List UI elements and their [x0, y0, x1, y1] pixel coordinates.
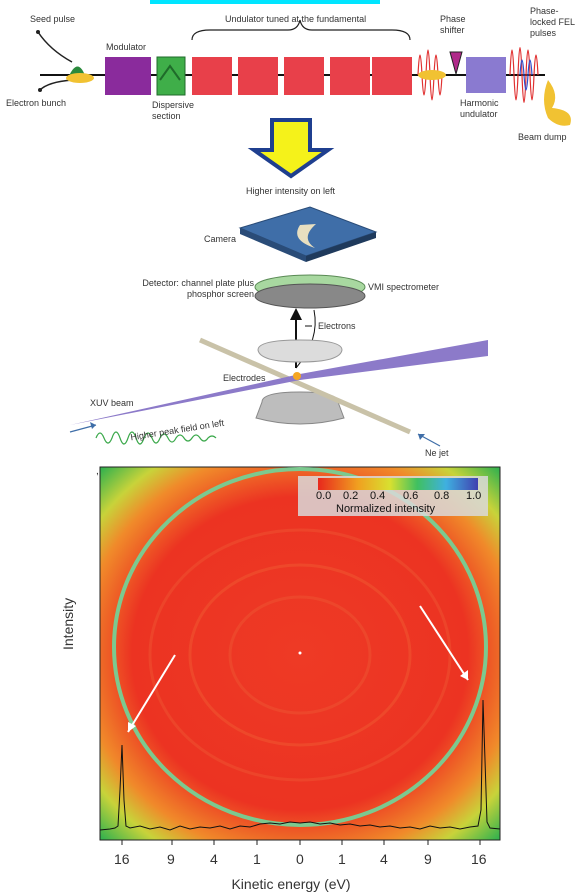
x-tick-7: 9	[424, 851, 432, 867]
electron-bunch-shape	[66, 73, 94, 83]
electrodes-label: Electrodes	[223, 373, 266, 383]
modulator-box	[105, 57, 151, 95]
vmi-label: VMI spectrometer	[368, 282, 440, 292]
x-tick-0: 16	[114, 851, 130, 867]
photoelectron-ring	[112, 467, 488, 827]
flow-arrow-down	[247, 118, 335, 179]
ne-jet-rod	[198, 337, 412, 435]
cb-tick-3: 0.6	[403, 490, 419, 502]
x-tick-6: 4	[380, 851, 388, 867]
fel-output-red	[509, 47, 539, 103]
undulator-4	[330, 57, 370, 95]
seed-arrow	[37, 31, 73, 63]
right-arrow	[419, 605, 469, 681]
detector-label: Detector: channel plate plus phosphor sc…	[142, 278, 254, 299]
cb-tick-0: 0.0	[316, 490, 332, 502]
left-arrow	[127, 654, 176, 733]
vmi-schematic-graphic	[69, 118, 488, 447]
beam-dump-shape	[544, 80, 571, 126]
x-tick-4: 0	[296, 851, 304, 867]
svg-text:,: ,	[96, 466, 99, 477]
cb-tick-5: 1.0	[466, 490, 482, 502]
harmonic-undulator-box	[466, 57, 506, 93]
camera-crescent	[297, 224, 316, 248]
detector-screen	[254, 283, 366, 309]
x-tick-2: 4	[210, 851, 218, 867]
colorbar-gradient	[318, 478, 478, 490]
xuv-beam-left	[70, 374, 300, 425]
undulator-2	[238, 57, 278, 95]
undulator-5	[372, 57, 412, 95]
interaction-point	[293, 372, 301, 380]
x-axis-label: Kinetic energy (eV)	[231, 876, 351, 892]
camera-label: Camera	[204, 234, 237, 244]
phase-shifter-label: Phase shifter	[440, 14, 466, 35]
y-axis-label: Intensity	[60, 597, 76, 650]
fel-output-blue	[519, 59, 533, 91]
electron-bunch-label: Electron bunch	[6, 98, 67, 108]
x-tick-1: 9	[167, 851, 175, 867]
modulator-label: Modulator	[106, 42, 147, 52]
cb-tick-4: 0.8	[434, 490, 450, 502]
spectrum-trace	[99, 699, 501, 831]
harmonic-undulator-label: Harmonic undulator	[460, 98, 499, 119]
x-tick-3: 1	[253, 851, 261, 867]
dispersive-label: Dispersive section	[152, 100, 195, 121]
undulator-label: Undulator tuned at the fundamental	[225, 14, 367, 24]
phase-locked-label: Phase-locked FEL pulses	[530, 6, 575, 38]
xuv-beam-label: XUV beam	[90, 398, 134, 408]
upper-electrode	[257, 339, 343, 363]
beam-dump-label: Beam dump	[518, 132, 567, 142]
fel-schematic-graphic	[36, 0, 571, 126]
cb-tick-1: 0.2	[343, 490, 359, 502]
header-strip	[150, 0, 380, 4]
electrons-label: Electrons	[318, 321, 356, 331]
cb-tick-2: 0.4	[370, 490, 386, 502]
seed-pulse-label: Seed pulse	[30, 14, 76, 24]
undulator-3	[284, 57, 324, 95]
x-tick-8: 16	[471, 851, 487, 867]
higher-intensity-label: Higher intensity on left	[246, 186, 336, 196]
undulator-1	[192, 57, 232, 95]
xuv-beam-right	[300, 340, 488, 380]
peak-field-wave	[95, 431, 217, 445]
ne-jet-label: Ne jet	[425, 448, 449, 458]
undulator-brace	[191, 19, 411, 41]
colorbar-label: Normalized intensity	[336, 503, 436, 515]
phase-shifter-shape	[449, 51, 463, 76]
x-tick-5: 1	[338, 851, 346, 867]
